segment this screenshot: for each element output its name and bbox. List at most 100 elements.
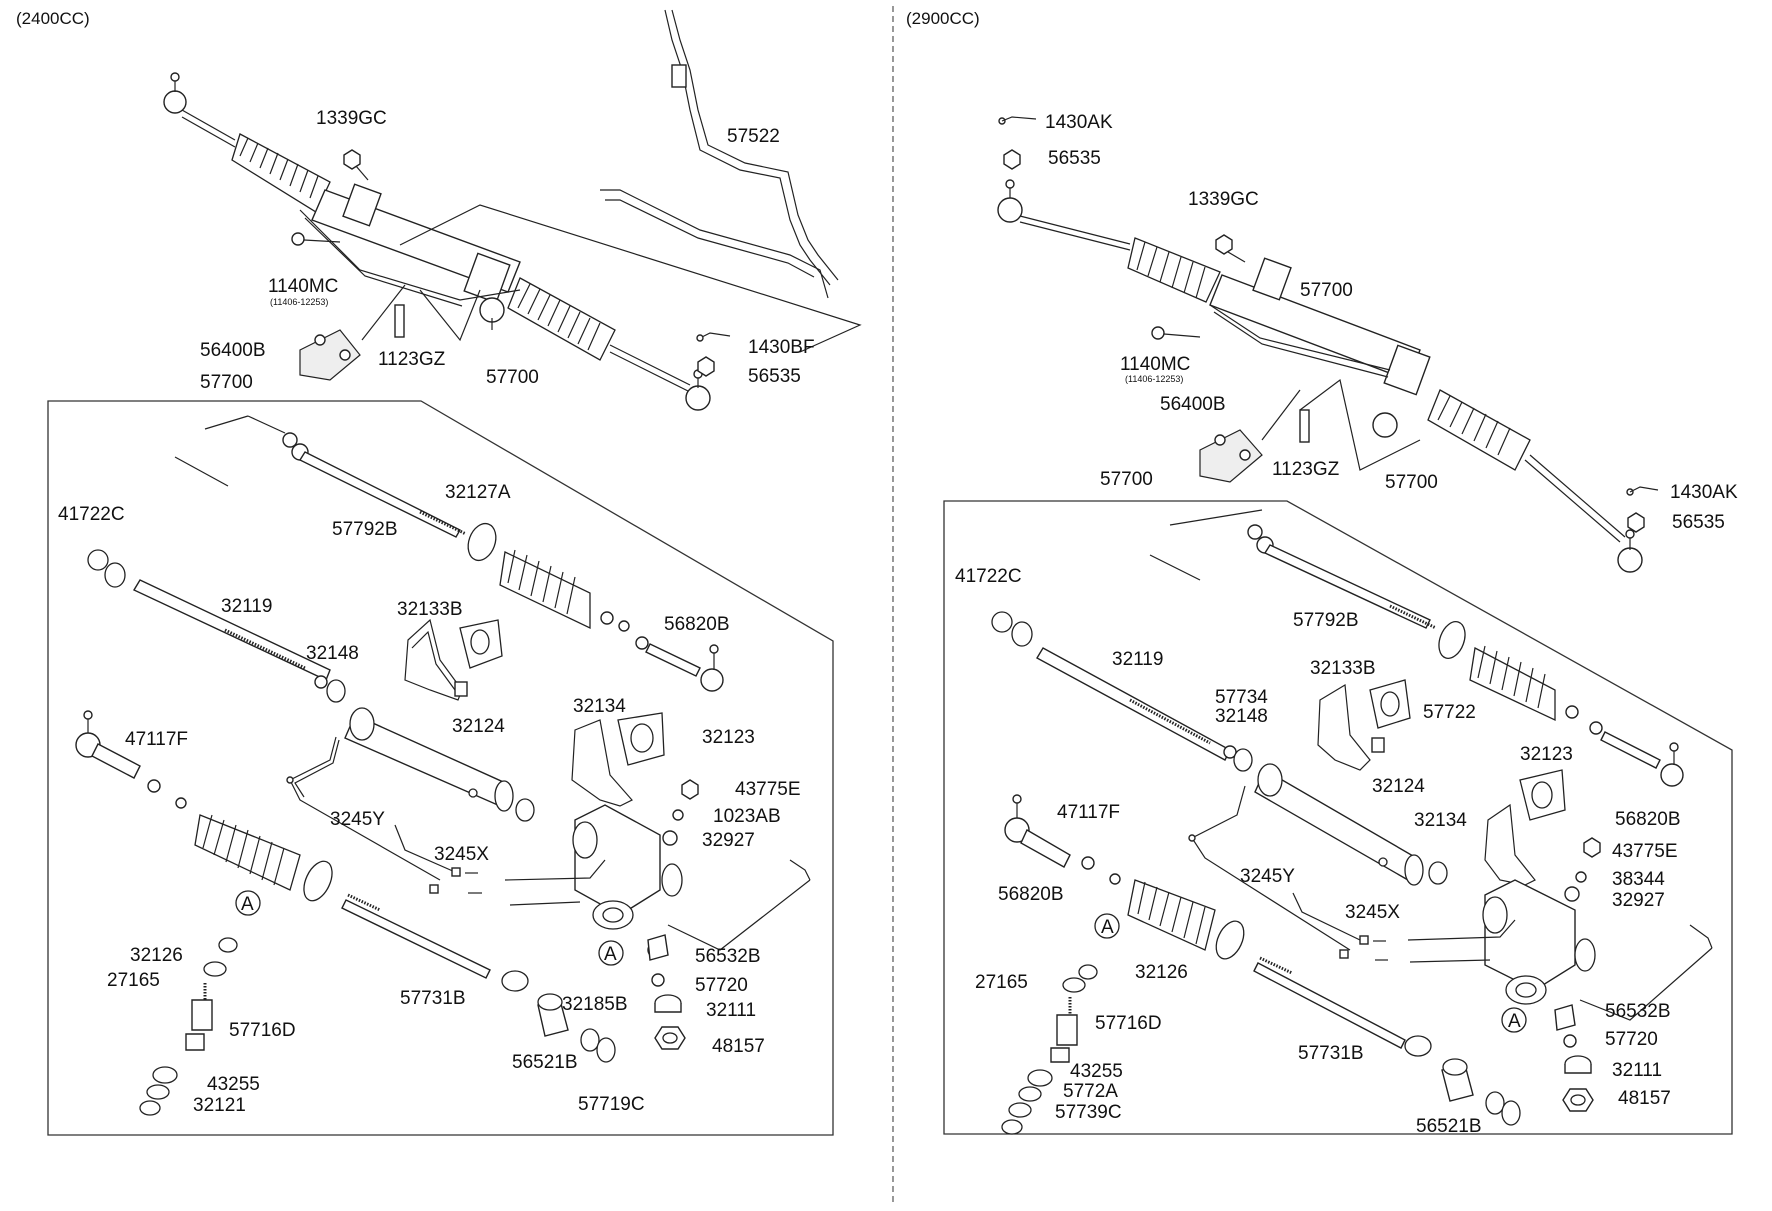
right-exploded-parts [991, 509, 1713, 1135]
label-56521B: 56521B [512, 1052, 578, 1073]
label-32111: 32111 [1612, 1060, 1662, 1081]
label-32927: 32927 [702, 830, 755, 851]
label-32185B: 32185B [562, 994, 628, 1015]
label-48157: 48157 [1618, 1088, 1671, 1109]
label-1123GZ: 1123GZ [378, 349, 446, 370]
label-3245Y: 3245Y [1240, 866, 1295, 887]
label-56532B: 56532B [1605, 1001, 1671, 1022]
label-1140MC: 1140MC [268, 276, 338, 297]
label-43775E: 43775E [735, 779, 801, 800]
label-57722: 57722 [1423, 702, 1476, 723]
label-57522: 57522 [727, 126, 780, 147]
label-A-callout-1: A [241, 894, 254, 915]
right-rack-assembly [997, 116, 1659, 573]
label-43255: 43255 [207, 1074, 260, 1095]
label-41722C: 41722C [58, 504, 125, 525]
label-32124: 32124 [1372, 776, 1425, 797]
label-32148: 32148 [306, 643, 359, 664]
label-32119: 32119 [221, 596, 272, 617]
label-47117F: 47117F [1057, 802, 1120, 823]
label-32134: 32134 [573, 696, 626, 717]
label-57734: 57734 [1215, 687, 1268, 708]
left-rack-boot-right [507, 277, 616, 361]
left-rack-boot-left [231, 133, 331, 213]
label-32123: 32123 [702, 727, 755, 748]
label-32126: 32126 [130, 945, 183, 966]
label-3245X: 3245X [1345, 902, 1400, 923]
label-43255: 43255 [1070, 1061, 1123, 1082]
label-32927: 32927 [1612, 890, 1665, 911]
label-57792B: 57792B [1293, 610, 1359, 631]
label-A-callout-2: A [1508, 1011, 1521, 1032]
label-57720: 57720 [1605, 1029, 1658, 1050]
label-27165: 27165 [107, 970, 160, 991]
label-43775E: 43775E [1612, 841, 1678, 862]
label-56820B: 56820B [664, 614, 730, 635]
label-57731B: 57731B [1298, 1043, 1364, 1064]
label-56532B: 56532B [695, 946, 761, 967]
label-32133B: 32133B [1310, 658, 1376, 679]
label-56400B: 56400B [200, 340, 266, 361]
label-57792B: 57792B [332, 519, 398, 540]
label-32148: 32148 [1215, 706, 1268, 727]
label-1430BF: 1430BF [748, 337, 815, 358]
label-57720: 57720 [695, 975, 748, 996]
left-rack-assembly [163, 9, 862, 411]
label-57700-box: 57700 [200, 372, 253, 393]
left-exploded-parts [75, 415, 811, 1116]
label-32111: 32111 [706, 1000, 756, 1021]
section-header-2400cc: (2400CC) [16, 9, 90, 28]
label-1140MC: 1140MC [1120, 354, 1190, 375]
label-57700-main: 57700 [1300, 280, 1353, 301]
label-1430AK-right: 1430AK [1670, 482, 1738, 503]
label-47117F: 47117F [125, 729, 188, 750]
label-57739C: 57739C [1055, 1102, 1122, 1123]
label-1023AB: 1023AB [713, 806, 781, 827]
label-56820B-left: 56820B [998, 884, 1064, 905]
label-3245Y: 3245Y [330, 809, 385, 830]
label-A-callout-2: A [604, 944, 617, 965]
left-callouts: 1339GC 57522 1140MC (11406-12253) 56400B… [58, 108, 815, 1116]
label-57700-assembly: 57700 [486, 367, 539, 388]
label-27165: 27165 [975, 972, 1028, 993]
label-32127A: 32127A [445, 482, 511, 503]
label-1339GC: 1339GC [1188, 189, 1259, 210]
label-32126: 32126 [1135, 962, 1188, 983]
label-1123GZ: 1123GZ [1272, 459, 1340, 480]
left-valve-housing [574, 804, 661, 916]
label-32119: 32119 [1112, 649, 1163, 670]
label-1430AK-top: 1430AK [1045, 112, 1113, 133]
label-57731B: 57731B [400, 988, 466, 1009]
label-41722C: 41722C [955, 566, 1022, 587]
label-3245X: 3245X [434, 844, 489, 865]
label-57719C: 57719C [578, 1094, 645, 1115]
label-57700-box: 57700 [1100, 469, 1153, 490]
label-32124: 32124 [452, 716, 505, 737]
label-56521B: 56521B [1416, 1116, 1482, 1137]
right-assembly-2900cc: 1430AK 56535 1339GC 57700 1140MC (11406-… [943, 112, 1738, 1137]
label-56820B-right: 56820B [1615, 809, 1681, 830]
label-32134: 32134 [1414, 810, 1467, 831]
left-exploded-box [47, 400, 834, 1136]
label-32133B: 32133B [397, 599, 463, 620]
left-assembly-2400cc: 1339GC 57522 1140MC (11406-12253) 56400B… [47, 9, 862, 1136]
label-56535: 56535 [748, 366, 801, 387]
section-header-2900cc: (2900CC) [906, 9, 980, 28]
label-1140MC-sub: (11406-12253) [1125, 374, 1183, 384]
label-5772A: 5772A [1063, 1081, 1118, 1102]
label-1140MC-sub: (11406-12253) [270, 297, 328, 307]
label-56535-top: 56535 [1048, 148, 1101, 169]
label-57700-assembly: 57700 [1385, 472, 1438, 493]
part-56400B-shape [299, 329, 361, 381]
label-A-callout-1: A [1101, 917, 1114, 938]
label-32123: 32123 [1520, 744, 1573, 765]
right-callouts: 1430AK 56535 1339GC 57700 1140MC (11406-… [955, 112, 1738, 1137]
label-57716D: 57716D [1095, 1013, 1162, 1034]
right-exploded-box [943, 500, 1733, 1135]
label-57716D: 57716D [229, 1020, 296, 1041]
label-48157: 48157 [712, 1036, 765, 1057]
label-38344: 38344 [1612, 869, 1665, 890]
label-1339GC: 1339GC [316, 108, 387, 129]
label-56400B: 56400B [1160, 394, 1226, 415]
